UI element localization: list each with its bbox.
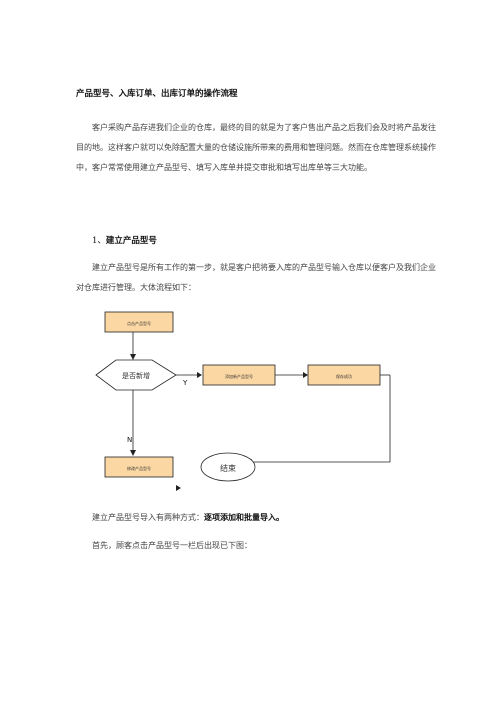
box-click-model-label: 点击产品型号 — [127, 320, 151, 326]
intro-paragraph: 客户采购产品存进我们企业的仓库，最终的目的就是为了客户售出产品之后我们会及时将产… — [76, 123, 436, 172]
end-shape — [200, 452, 256, 482]
document-title: 产品型号、入库订单、出库订单的操作流程 — [76, 89, 238, 99]
arrow-down-icon — [130, 450, 136, 456]
end-label: 结束 — [220, 463, 236, 473]
section-number: 1、 — [92, 236, 106, 246]
decision-label: 是否新增 — [122, 371, 150, 380]
box-save-success-label: 保存成功 — [336, 373, 352, 379]
section-title: 建立产品型号 — [105, 236, 157, 246]
section-heading: 1、建立产品型号 — [92, 234, 157, 246]
yes-label: Y — [182, 379, 188, 387]
arrow-right-icon — [176, 485, 181, 491]
arrow-down-icon — [130, 354, 136, 360]
section-paragraph: 建立产品型号是所有工作的第一步，就是客户把将要入库的产品型号输入仓库以便客户及我… — [76, 263, 436, 292]
arrow-right-icon — [197, 372, 202, 378]
box-modify-model-label: 修改产品型号 — [127, 465, 151, 471]
first-step-line: 首先，顾客点击产品型号一栏后出现已下图： — [92, 541, 252, 550]
box-add-model-label: 添加新产品型号 — [225, 373, 253, 379]
import-prefix: 建立产品型号导入有两种方式： — [92, 513, 204, 522]
box-modify-model — [104, 456, 174, 478]
no-label: N — [127, 436, 132, 444]
import-methods: 逐项添加和批量导入。 — [204, 512, 284, 522]
box-click-model — [104, 311, 174, 333]
import-methods-line: 建立产品型号导入有两种方式：逐项添加和批量导入。 — [92, 512, 284, 523]
arrow-right-icon — [303, 372, 308, 378]
